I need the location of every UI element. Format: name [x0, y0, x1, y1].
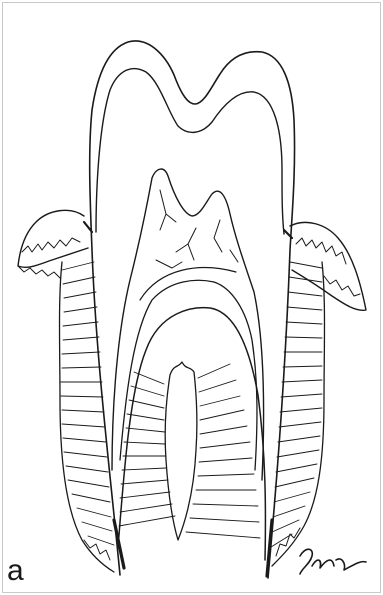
pulp-floor: [140, 268, 236, 300]
crown-outline: [90, 41, 295, 578]
enamel-inner-line: [96, 69, 284, 234]
gingiva-right-lower: [324, 276, 360, 296]
pulp-canal-right: [214, 282, 257, 470]
gingiva-left: [18, 210, 88, 267]
interradicular-bone: [165, 362, 197, 540]
bone-edge-left: [84, 540, 110, 560]
periodontal-ligament-fibers-right: [271, 262, 322, 547]
artist-signature: [300, 549, 366, 574]
panel-label: a: [7, 556, 24, 586]
gingiva-right-wavy: [296, 238, 346, 264]
pulp-branches: [156, 190, 238, 268]
periodontal-ligament-fibers-inner: [119, 364, 260, 538]
gingiva-right: [290, 222, 366, 310]
pulp-chamber: [112, 169, 264, 480]
gingiva-left-wavy: [22, 238, 80, 252]
